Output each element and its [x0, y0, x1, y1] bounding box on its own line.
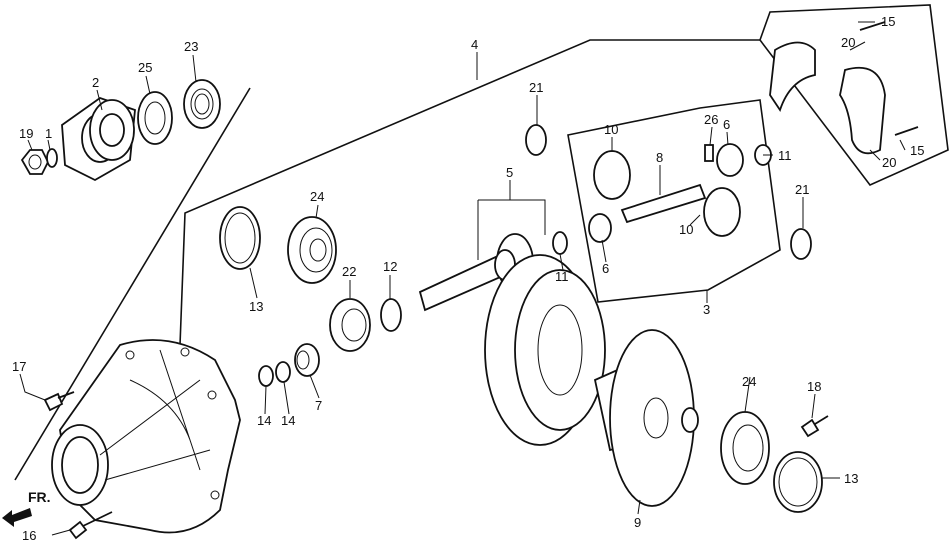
callout-24: 24	[310, 189, 324, 204]
callout-17: 17	[12, 359, 26, 374]
callout-25: 25	[138, 60, 152, 75]
callout-9: 9	[634, 515, 641, 530]
flange-part-2	[61, 96, 136, 182]
thrust-washer-21	[525, 124, 547, 156]
nut-19	[20, 149, 50, 175]
callout-labels: 4 15 15 20 20 23 25 2 19 1 21 21 26 10 1…	[12, 14, 924, 543]
callout-18: 18	[807, 379, 821, 394]
callout-7: 7	[315, 398, 322, 413]
side-gears-and-pinions	[588, 143, 744, 243]
callout-6: 6	[723, 117, 730, 132]
spacer-7	[294, 343, 320, 377]
bolt-16	[68, 511, 113, 540]
callout-4: 4	[471, 37, 478, 52]
callout-22: 22	[342, 264, 356, 279]
callout-13: 13	[844, 471, 858, 486]
washer-14a	[258, 365, 274, 387]
bearing-caps	[769, 21, 919, 155]
washer-14b	[275, 361, 291, 383]
bearing-24-left	[287, 216, 337, 284]
front-direction-arrow: FR.	[2, 489, 51, 527]
washer-11-left	[552, 231, 568, 255]
differential-case-9	[593, 329, 699, 507]
callout-14: 14	[281, 413, 295, 428]
shim-12	[380, 298, 402, 332]
bolt-17	[43, 391, 75, 412]
leader-lines	[19, 21, 906, 536]
callout-2: 2	[92, 75, 99, 90]
callout-11: 11	[778, 148, 792, 163]
thrust-washer-21-right	[790, 228, 812, 260]
shim-13	[219, 206, 261, 270]
callout-15: 15	[881, 14, 895, 29]
ring-gear	[484, 254, 606, 446]
oil-seal-25	[137, 91, 173, 145]
callout-13: 13	[249, 299, 263, 314]
front-indicator-label: FR.	[28, 489, 51, 505]
shim-13-right	[773, 451, 823, 513]
bearing-23	[183, 79, 221, 129]
callout-3: 3	[703, 302, 710, 317]
callout-6: 6	[602, 261, 609, 276]
callout-11: 11	[555, 269, 569, 284]
group-outlines	[14, 4, 949, 481]
bearing-24-right	[720, 411, 770, 485]
differential-housing	[51, 339, 241, 534]
callout-24: 24	[742, 374, 756, 389]
callout-15: 15	[910, 143, 924, 158]
callout-20: 20	[841, 35, 855, 50]
washer-1	[46, 148, 58, 168]
callout-10: 10	[604, 122, 618, 137]
callout-12: 12	[383, 259, 397, 274]
callout-19: 19	[19, 126, 33, 141]
callout-26: 26	[704, 112, 718, 127]
bolt-18	[800, 415, 829, 438]
callout-16: 16	[22, 528, 36, 543]
callout-21: 21	[529, 80, 543, 95]
callout-8: 8	[656, 150, 663, 165]
callout-1: 1	[45, 126, 52, 141]
callout-10: 10	[679, 222, 693, 237]
callout-23: 23	[184, 39, 198, 54]
callout-5: 5	[506, 165, 513, 180]
callout-14: 14	[257, 413, 271, 428]
callout-21: 21	[795, 182, 809, 197]
callout-20: 20	[882, 155, 896, 170]
bearing-22	[329, 298, 371, 352]
